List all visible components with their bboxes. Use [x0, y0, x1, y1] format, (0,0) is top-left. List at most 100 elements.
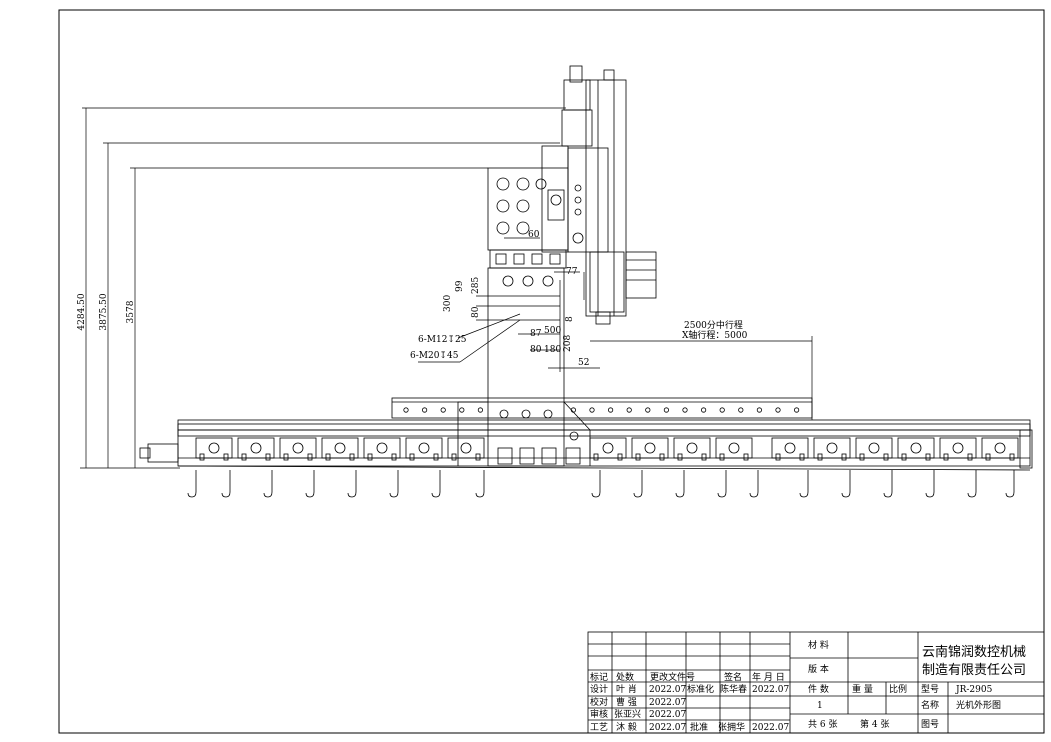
bed-segment-hole: [250, 442, 262, 454]
dim-80: 80: [530, 345, 542, 355]
drawing-no-label: 图号: [921, 719, 939, 730]
bed-segment-bolt: [223, 453, 229, 461]
foot-hook: [1005, 491, 1015, 498]
bed-segment-box: [771, 437, 809, 459]
machine-view: [139, 65, 1033, 498]
rail-hole: [793, 407, 800, 413]
review-date: 2022.07: [649, 710, 686, 720]
rail-plate: [391, 397, 813, 419]
bed-segment-box: [981, 437, 1019, 459]
header-date: 年 月 日: [752, 671, 785, 683]
dim-300: 300: [443, 295, 453, 312]
quantity-label: 件 数: [808, 683, 829, 695]
company-name-line2: 制造有限责任公司: [922, 663, 1026, 678]
dim-height-3: 3578: [126, 300, 136, 323]
bed-segment-box: [673, 437, 711, 459]
dim-height-2: 3875.50: [99, 293, 109, 330]
bed-segment-bolt: [593, 453, 599, 461]
foot-hook: [967, 491, 977, 498]
rail-hole: [645, 407, 651, 413]
review-name: 张亚兴: [614, 709, 641, 720]
header-change-doc: 更改文件号: [650, 671, 695, 683]
rail-hole: [663, 407, 670, 413]
hole-callout-m20: 6-M20↧45: [410, 351, 459, 361]
rail-hole: [459, 407, 465, 413]
bed-segment-hole: [868, 442, 880, 454]
company-name-line1: 云南锦润数控机械: [922, 644, 1026, 660]
bed-segment-bolt: [635, 453, 641, 461]
bed-segment-bolt: [199, 453, 205, 461]
dim-99: 99: [455, 280, 465, 292]
sheets-total: 共 6 张: [808, 719, 837, 730]
sheet-number: 第 4 张: [860, 718, 889, 730]
rail-hole: [440, 407, 446, 413]
rail-hole: [421, 407, 428, 413]
dim-180: 180: [544, 345, 561, 355]
name-label: 名称: [921, 699, 939, 711]
rail-hole: [775, 407, 781, 413]
bed-segment-hole: [602, 442, 614, 454]
rail-hole: [607, 407, 614, 413]
drawing-border: [58, 9, 1045, 734]
title-block: [587, 631, 1045, 734]
saddle: [487, 167, 569, 287]
bed-segment-bolt: [391, 453, 397, 461]
check-label: 校对: [590, 696, 608, 708]
quantity-value: 1: [817, 701, 823, 711]
foot-hook: [675, 491, 685, 498]
bed-segment-bolt: [241, 453, 247, 461]
rail-hole: [738, 407, 744, 413]
bed-segment-bolt: [409, 453, 415, 461]
bed-segment-bolt: [701, 453, 707, 461]
bed-segment-hole: [644, 442, 656, 454]
foot-hook: [431, 491, 441, 498]
rail-holes: [403, 407, 800, 413]
review-label: 审核: [590, 708, 608, 720]
bed-segment-bolt: [1009, 453, 1015, 461]
bed-segment-hole: [208, 442, 220, 454]
version-label: 版 本: [808, 663, 829, 675]
foot-hook: [633, 491, 643, 498]
stroke-mid-label: 2500分中行程: [684, 319, 743, 331]
bed-segment-hole: [334, 442, 346, 454]
bed-segment-hole: [994, 442, 1006, 454]
foot-hook: [749, 491, 759, 498]
rail-hole: [719, 407, 725, 413]
bed-segment-box: [939, 437, 977, 459]
header-mark: 标记: [590, 671, 608, 683]
foot-hook: [221, 491, 231, 498]
scale-label: 比例: [889, 683, 907, 695]
bed-segment-bolt: [985, 453, 991, 461]
bed-segment-hole: [686, 442, 698, 454]
bed-segment-bolt: [367, 453, 373, 461]
dim-8: 8: [565, 316, 575, 322]
rail-hole: [589, 407, 595, 413]
bed-segment-bolt: [841, 453, 847, 461]
name-value: 光机外形图: [956, 699, 1001, 711]
foot-hook: [347, 491, 357, 498]
bed-segment-hole: [910, 442, 922, 454]
bed-segment-box: [195, 437, 233, 459]
title-block-text: 云南锦润数控机械 制造有限责任公司 材 料 版 本 件 数 重 量 比例 型号 …: [590, 639, 1026, 733]
bed-segment-box: [589, 437, 627, 459]
foot-hook: [883, 491, 893, 498]
process-date: 2022.07: [649, 723, 686, 733]
stroke-x-label: X轴行程：5000: [682, 329, 748, 341]
bed-segment-hole: [826, 442, 838, 454]
dim-87: 87: [530, 329, 542, 339]
foot-hook: [591, 491, 601, 498]
bed-segment-bolt: [475, 453, 481, 461]
header-sign: 签名: [724, 671, 742, 683]
rail-hole: [756, 407, 763, 413]
rail-hole: [700, 407, 707, 413]
bed-segment-bolt: [799, 453, 805, 461]
foot-hook: [389, 491, 399, 498]
model-label: 型号: [921, 684, 939, 695]
bed-segment-hole: [418, 442, 430, 454]
leveling-feet: [187, 470, 1015, 498]
hole-callout-m12: 6-M12↧25: [418, 335, 467, 345]
approve-label: 批准: [690, 721, 708, 733]
foot-hook: [475, 491, 485, 498]
bed-segment-bolt: [943, 453, 949, 461]
check-date: 2022.07: [649, 698, 686, 708]
